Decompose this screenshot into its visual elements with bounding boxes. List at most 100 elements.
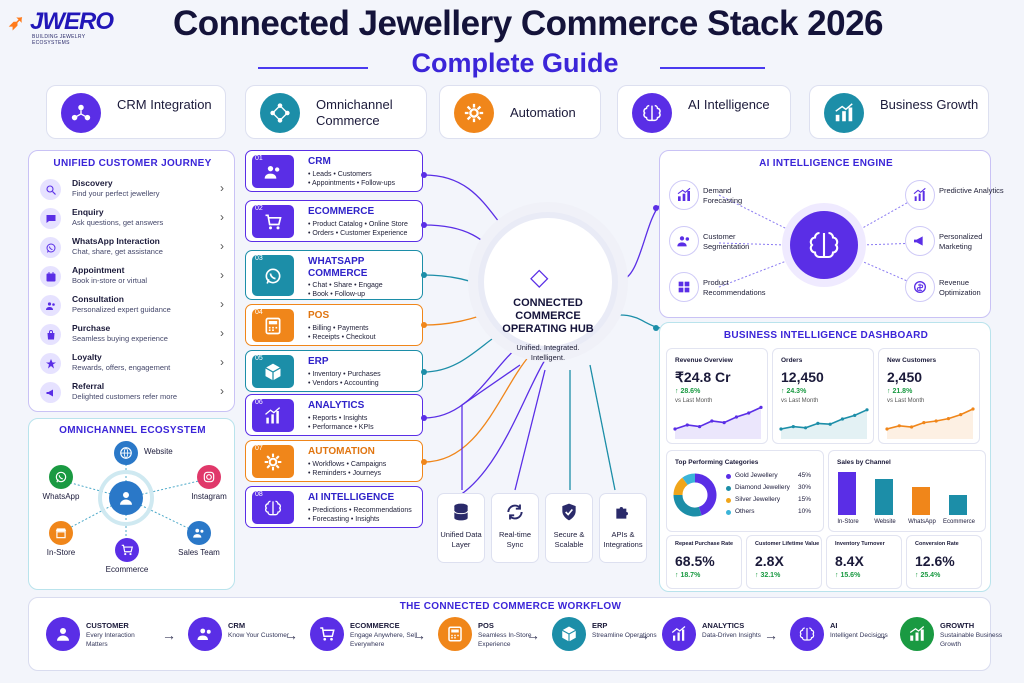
ecosystem-node-label: WhatsApp: [42, 492, 80, 501]
ecosystem-node-label: Ecommerce: [105, 565, 149, 574]
module-desc-2: • Appointments • Follow-ups: [308, 180, 395, 187]
kpi-sub: vs Last Month: [781, 398, 819, 404]
brain-icon: [632, 93, 672, 133]
feature-card-2: Automation: [439, 85, 601, 139]
module-number: 02: [255, 205, 263, 212]
module-number: 06: [255, 399, 263, 406]
arrow-right-icon: →: [162, 627, 176, 643]
ecosystem-node-in-store[interactable]: In-Store: [38, 521, 84, 557]
store-icon: [49, 521, 73, 545]
ecosystem-node-whatsapp[interactable]: WhatsApp: [38, 465, 84, 501]
workflow-step-analytics[interactable]: ANALYTICS Data-Driven Insights: [662, 617, 782, 657]
arrow-right-icon: →: [636, 627, 650, 643]
ecosystem-node-website[interactable]: Website: [114, 441, 184, 468]
journey-step-title: Discovery: [72, 178, 113, 188]
pos-icon: [252, 309, 294, 342]
ai-item-label: Product Recommendations: [703, 278, 766, 297]
module-title: WHATSAPP COMMERCE: [308, 256, 368, 279]
users-icon: [188, 617, 222, 651]
ecosystem-node-instagram[interactable]: Instagram: [186, 465, 232, 501]
workflow-step-erp[interactable]: ERP Streamline Operations: [552, 617, 672, 657]
arrow-right-icon: →: [412, 627, 426, 643]
kpi-label: New Customers: [887, 357, 937, 364]
brand-logo: ➶ JWERO BUILDING JEWELRY ECOSYSTEMS: [8, 8, 118, 48]
journey-step-desc: Personalized expert guidance: [72, 305, 171, 314]
module-title: ECOMMERCE: [308, 206, 375, 217]
channel-label: WhatsApp: [908, 519, 936, 525]
ai-item-label: Personalized Marketing: [939, 232, 983, 251]
workflow-step-title: ANALYTICS: [702, 621, 745, 630]
ai-item-label: Revenue Optimization: [939, 278, 981, 297]
kpi-growth: ↑ 28.6%: [675, 388, 701, 395]
journey-step-title: Consultation: [72, 294, 124, 304]
module-desc-1: • Workflows • Campaigns: [308, 461, 387, 468]
category-name: Diamond Jewellery: [735, 484, 790, 491]
channel-label: Ecommerce: [942, 519, 975, 525]
metric-label: Customer Lifetime Value: [755, 541, 820, 547]
users-icon: [187, 521, 211, 545]
workflow-step-title: ERP: [592, 621, 608, 630]
metric-growth: ↑ 32.1%: [755, 572, 781, 579]
chevron-right-icon: ›: [220, 384, 224, 398]
metric-label: Repeat Purchase Rate: [675, 541, 734, 547]
channel-label: Website: [874, 519, 896, 525]
cart-icon: [115, 538, 139, 562]
module-title: ANALYTICS: [308, 400, 365, 411]
category-pct: 15%: [798, 496, 812, 503]
legend-dot: [726, 486, 731, 491]
workflow-step-desc: Data-Driven Insights: [702, 632, 761, 639]
analytics-icon: [905, 180, 935, 210]
donut-slice-3: [682, 473, 696, 486]
globe-icon: [114, 441, 138, 465]
pillar-label: APIs & Integrations: [603, 530, 643, 549]
module-number: 01: [255, 155, 263, 162]
chevron-right-icon: ›: [220, 326, 224, 340]
feature-label: Automation: [510, 105, 576, 120]
ai-item-label: Customer Segmentation: [703, 232, 750, 251]
chevron-right-icon: ›: [220, 297, 224, 311]
donut-slice-0: [694, 473, 717, 516]
page-title: Connected Jewellery Commerce Stack 2026: [172, 4, 884, 43]
users-icon: [40, 295, 61, 316]
ecosystem-node-ecommerce[interactable]: Ecommerce: [104, 538, 150, 574]
subtitle-rule-right: [660, 67, 765, 69]
feature-card-3: AI Intelligence: [617, 85, 791, 139]
arrow-right-icon: →: [284, 627, 298, 643]
journey-step-desc: Delighted customers refer more: [72, 392, 178, 401]
ecosystem-node-sales-team[interactable]: Sales Team: [176, 521, 222, 557]
categories-donut-chart: [673, 473, 717, 517]
pillar-label: Unified Data Layer: [440, 530, 482, 549]
workflow-step-title: CRM: [228, 621, 246, 630]
whatsapp-icon: [49, 465, 73, 489]
module-desc-2: • Reminders • Journeys: [308, 470, 381, 477]
workflow-step-desc: Seamless In-Store Experience: [478, 632, 532, 648]
module-desc-1: • Predictions • Recommendations: [308, 507, 412, 514]
pos-icon: [438, 617, 472, 651]
workflow-step-desc: Streamline Operations: [592, 632, 657, 639]
workflow-step-desc: Intelligent Decisions: [830, 632, 888, 639]
workflow-step-title: GROWTH: [940, 621, 975, 630]
cart-icon: [310, 617, 344, 651]
